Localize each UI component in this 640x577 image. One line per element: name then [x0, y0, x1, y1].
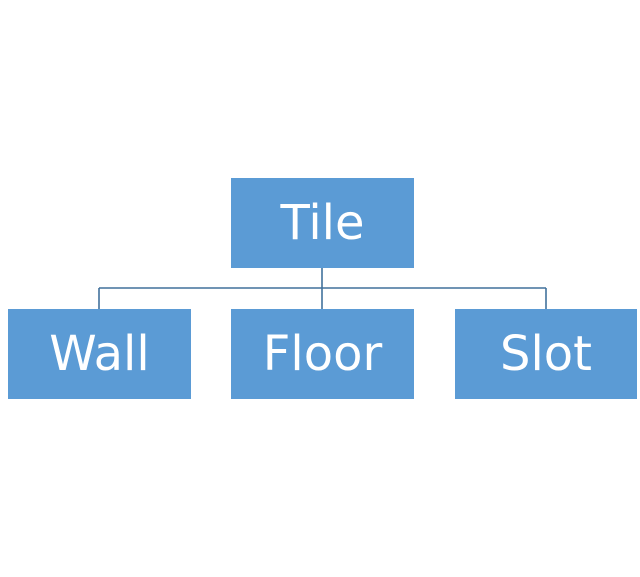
child-node-label: Floor	[262, 326, 383, 382]
child-node-label: Slot	[500, 326, 592, 382]
child-node-wall: Wall	[8, 309, 191, 399]
child-node-slot: Slot	[455, 309, 637, 399]
root-node-label: Tile	[280, 195, 365, 251]
root-node-tile: Tile	[231, 178, 414, 268]
child-node-floor: Floor	[231, 309, 414, 399]
child-node-label: Wall	[49, 326, 150, 382]
